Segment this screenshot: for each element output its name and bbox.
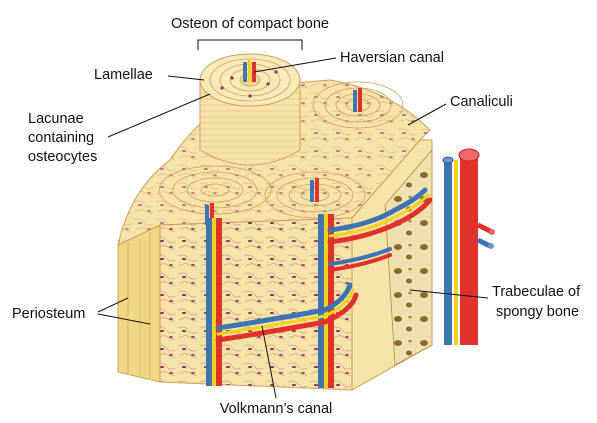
- label-lacunae-line1: Lacunae: [28, 111, 84, 127]
- label-volkmann-canal: Volkmann’s canal: [220, 401, 333, 417]
- haversian-vessels: [243, 60, 256, 82]
- periosteum-layer: [118, 225, 160, 382]
- label-periosteum: Periosteum: [12, 306, 85, 322]
- label-haversian-canal: Haversian canal: [340, 50, 444, 66]
- label-trabeculae-line1: Trabeculae of: [492, 284, 581, 300]
- label-lacunae-line3: osteocytes: [28, 149, 97, 165]
- label-trabeculae-line2: spongy bone: [496, 304, 579, 320]
- label-canaliculi: Canaliculi: [450, 94, 513, 110]
- large-blood-vessels: [443, 149, 495, 345]
- label-osteon: Osteon of compact bone: [171, 16, 329, 32]
- label-lacunae-line2: containing: [28, 130, 94, 146]
- label-lamellae: Lamellae: [94, 67, 153, 83]
- osteon-bracket: [198, 40, 302, 50]
